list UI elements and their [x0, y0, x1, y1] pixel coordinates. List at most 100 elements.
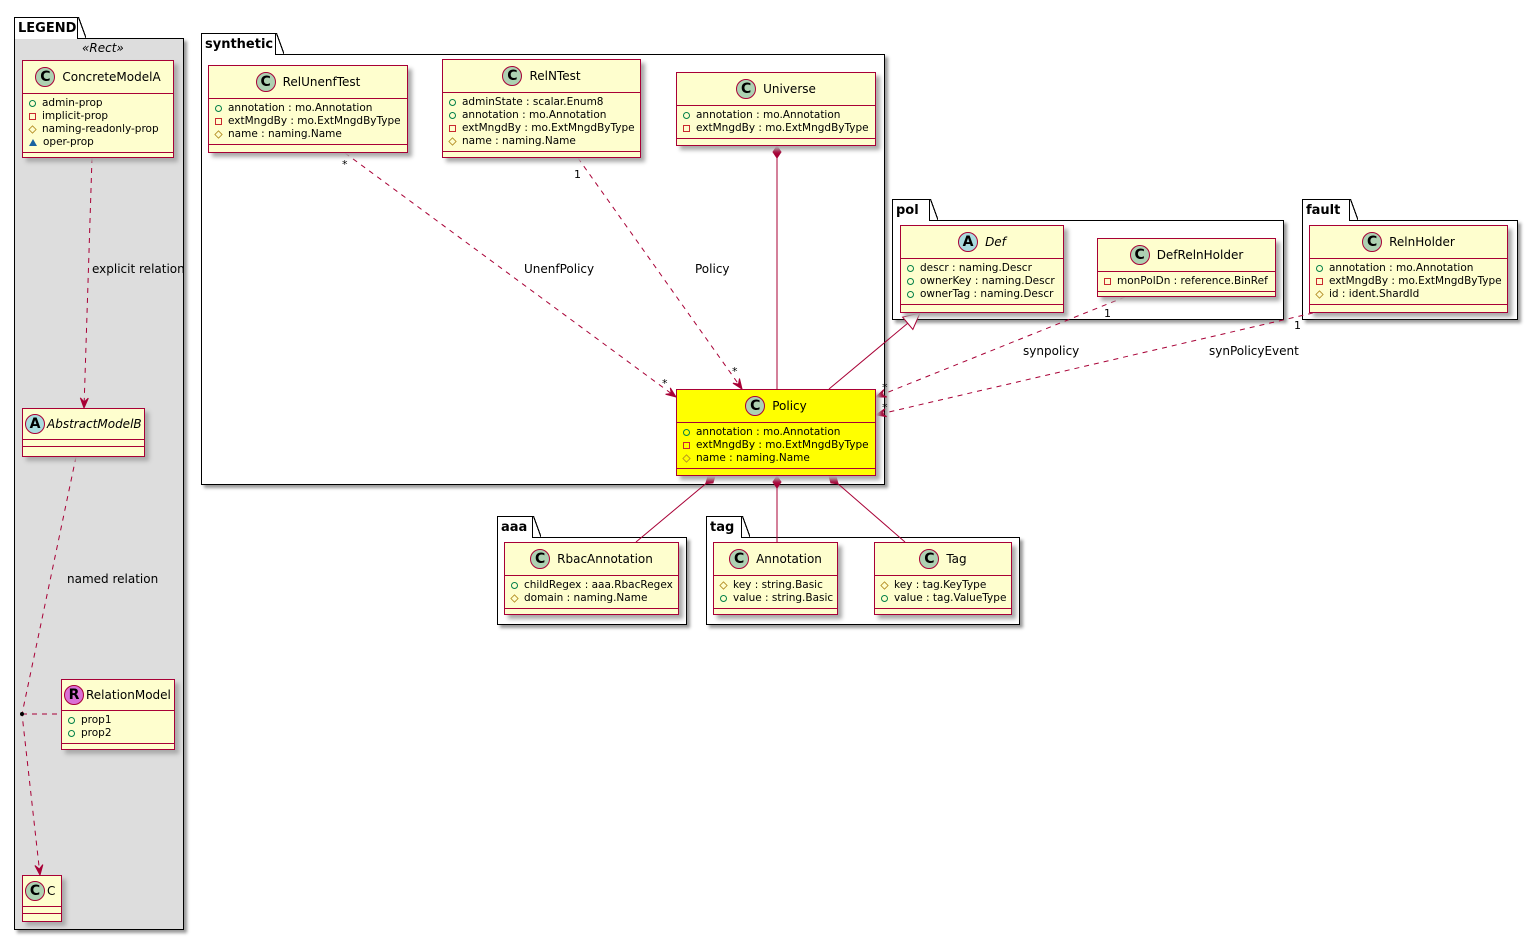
class-attributes: [23, 907, 61, 914]
class-methods: [443, 152, 640, 158]
attribute-text: annotation : mo.Annotation: [696, 426, 841, 438]
relation-label: Policy: [695, 262, 730, 276]
relation-class-icon: R: [64, 685, 84, 705]
relation-unenf: [344, 152, 678, 398]
visibility-public-icon: [907, 278, 914, 285]
attribute: extMngdBy : mo.ExtMngdByType: [1316, 275, 1502, 288]
package-stereotype: «Rect»: [82, 41, 124, 55]
multiplicity-from: 1: [1294, 319, 1301, 332]
diamond-head-icon: [828, 475, 839, 485]
relation-explicit: [79, 157, 93, 410]
attribute: extMngdBy : mo.ExtMngdByType: [683, 122, 869, 135]
class-attributes: [23, 440, 144, 447]
multiplicity-to: *: [662, 377, 668, 390]
attribute: adminState : scalar.Enum8: [449, 96, 634, 109]
class-methods: [23, 914, 61, 921]
class-methods: [62, 744, 174, 750]
class-name: RbacAnnotation: [557, 552, 653, 566]
multiplicity-from: 1: [574, 168, 581, 181]
visibility-protected-icon: [1315, 290, 1324, 299]
attribute-text: descr : naming.Descr: [920, 262, 1032, 274]
multiplicity-to: *: [882, 381, 888, 394]
visibility-public-icon: [29, 100, 36, 107]
relation-synpolicyevent: [874, 312, 1314, 418]
relation-label: synPolicyEvent: [1209, 344, 1299, 358]
relation-def: [828, 312, 921, 390]
relation-label: explicit relation: [92, 262, 185, 276]
attribute-text: name : naming.Name: [462, 135, 576, 147]
class-icon: C: [1362, 232, 1383, 252]
diamond-head-icon: [772, 145, 782, 159]
class-name: AbstractModelB: [47, 417, 142, 431]
class-icon: C: [35, 67, 56, 87]
relation-label: named relation: [67, 572, 159, 586]
attribute: extMngdBy : mo.ExtMngdByType: [683, 439, 869, 452]
class-icon: C: [736, 79, 757, 99]
visibility-public-icon: [907, 291, 914, 298]
visibility-protected-icon: [880, 581, 889, 590]
attribute-text: name : naming.Name: [696, 452, 810, 464]
abstract-class-icon: A: [25, 414, 45, 434]
attribute-text: key : tag.KeyType: [894, 579, 987, 591]
package-tab-fault: fault: [1302, 198, 1358, 221]
visibility-private-icon: [29, 113, 36, 120]
class-name: RelNTest: [529, 69, 581, 83]
arrow-head-icon: [874, 408, 887, 418]
attribute-text: implicit-prop: [42, 110, 109, 122]
attribute-text: name : naming.Name: [228, 128, 342, 140]
class-name: RelUnenfTest: [282, 75, 361, 89]
class-header: C RelnHolder: [1310, 226, 1507, 259]
attribute: prop2: [68, 727, 168, 740]
attribute-text: value : tag.ValueType: [894, 592, 1007, 604]
visibility-public-icon: [683, 112, 690, 119]
relation-label: synpolicy: [1023, 344, 1080, 358]
attribute-text: ownerTag : naming.Descr: [920, 288, 1054, 300]
attribute: naming-readonly-prop: [28, 123, 167, 136]
attribute: descr : naming.Descr: [907, 262, 1057, 275]
attribute: extMngdBy : mo.ExtMngdByType: [215, 115, 401, 128]
relation-rbac: [635, 475, 716, 543]
attribute-text: extMngdBy : mo.ExtMngdByType: [228, 115, 401, 127]
attribute: name : naming.Name: [214, 128, 401, 141]
class-header: C RelUnenfTest: [209, 66, 407, 99]
class-name: C: [47, 884, 56, 898]
visibility-public-icon: [907, 265, 914, 272]
package-tab-legend: LEGEND: [14, 16, 86, 39]
attribute: ownerKey : naming.Descr: [907, 275, 1057, 288]
class-icon: C: [25, 881, 45, 901]
attribute-text: value : string.Basic: [733, 592, 834, 604]
class-name: ConcreteModelA: [62, 70, 161, 84]
visibility-public-icon: [720, 595, 727, 602]
package-tab-synthetic: synthetic: [201, 32, 284, 55]
class-icon: C: [255, 72, 276, 92]
attribute-text: domain : naming.Name: [524, 592, 648, 604]
attribute: prop1: [68, 714, 168, 727]
class-methods: [23, 153, 173, 159]
class-methods: [23, 447, 144, 456]
class-methods: [714, 609, 837, 615]
class-name: RelnHolder: [1389, 235, 1455, 249]
visibility-public-icon: [449, 99, 456, 106]
package-tab-pol: pol: [892, 198, 938, 221]
visibility-protected-icon: [448, 137, 457, 146]
